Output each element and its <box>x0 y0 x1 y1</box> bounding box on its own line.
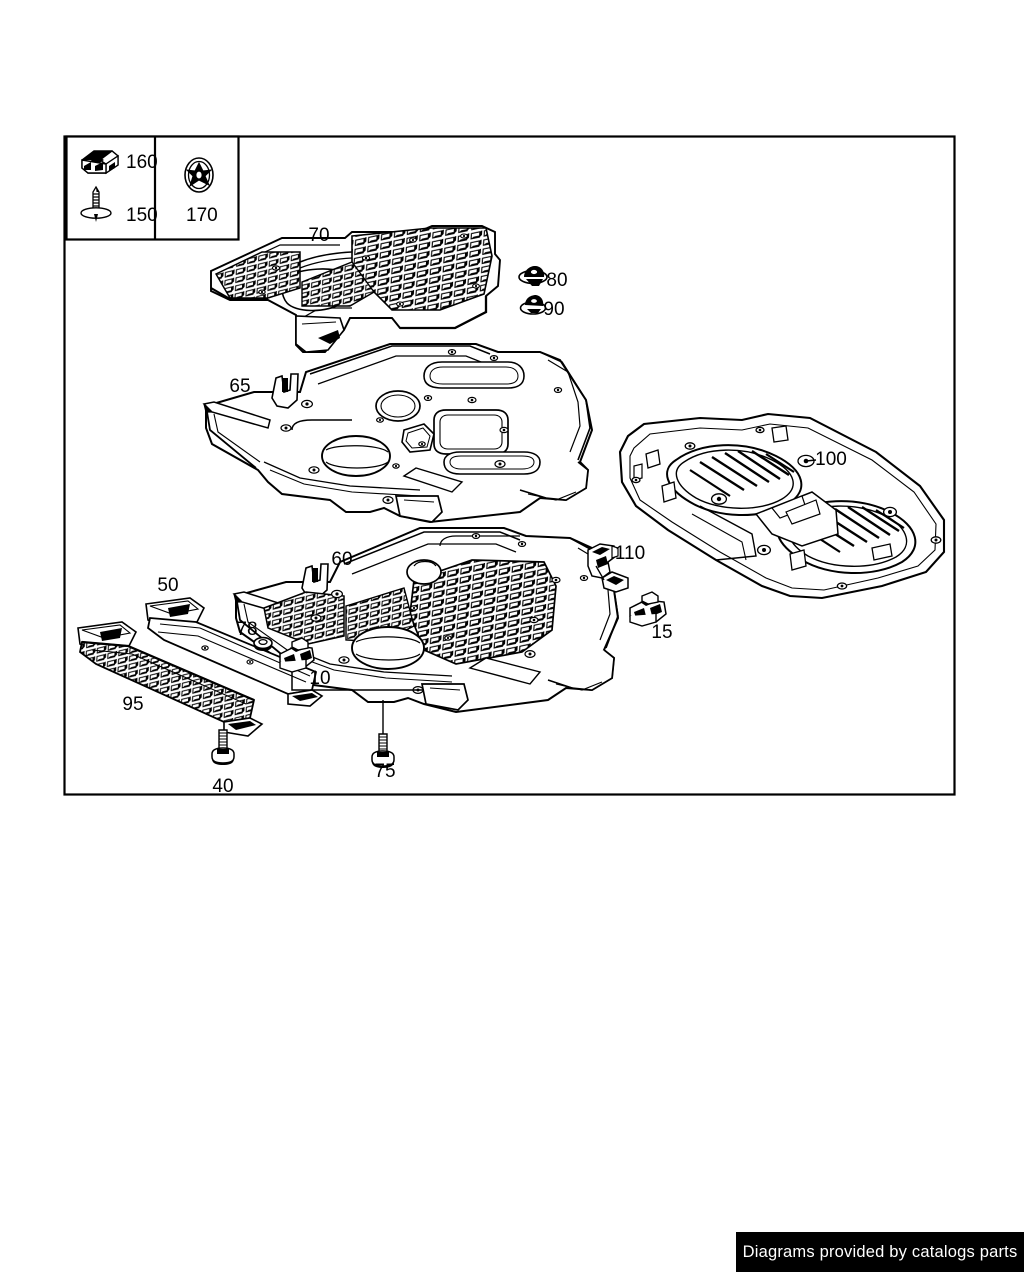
part-15-side-trim-strip <box>145 597 324 707</box>
callout-95: 15 <box>651 622 672 643</box>
part-10-lower-trim-strip <box>77 621 264 737</box>
callout-50: 78 <box>236 619 257 640</box>
legend-icon-150 <box>80 185 112 222</box>
part-70-engine-cover-panel <box>210 225 501 353</box>
part-40-bolt <box>211 729 235 765</box>
part-60-engine-paneling <box>232 527 620 714</box>
part-65-underbody-shield <box>202 343 594 524</box>
part-95-retaining-clip <box>629 591 667 627</box>
watermark-banner: Diagrams provided by catalogs parts <box>736 1232 1024 1272</box>
callout-15: 50 <box>157 575 178 596</box>
part-100-rear-shield <box>618 412 946 600</box>
part-80-grommet <box>518 266 548 286</box>
legend-number-150: 150 <box>126 205 158 226</box>
part-90-grommet <box>519 295 547 315</box>
callout-78: 10 <box>309 668 330 689</box>
callout-100: 100 <box>815 449 847 470</box>
legend-number-160: 160 <box>126 152 158 173</box>
legend-icon-160 <box>81 150 120 175</box>
callout-75: 75 <box>374 761 395 782</box>
part-75-bolt <box>371 700 395 768</box>
legend-number-170: 170 <box>186 205 218 226</box>
callout-110: 110 <box>615 543 645 564</box>
diagram-frame <box>63 135 956 796</box>
legend-icon-170 <box>184 157 214 193</box>
callout-90: 90 <box>543 299 564 320</box>
callout-60: 60 <box>331 549 352 570</box>
part-50-washer <box>253 636 273 651</box>
callout-40: 40 <box>212 776 233 797</box>
callout-80: 80 <box>546 270 567 291</box>
part-110-bracket-clip <box>587 543 629 593</box>
legend-box: 160 150 170 <box>65 135 240 241</box>
part-78-panel-clip <box>279 637 424 691</box>
callout-10: 95 <box>122 694 143 715</box>
watermark-text: Diagrams provided by catalogs parts <box>742 1242 1018 1261</box>
callout-65: 65 <box>229 376 250 397</box>
callout-70: 70 <box>308 225 329 246</box>
